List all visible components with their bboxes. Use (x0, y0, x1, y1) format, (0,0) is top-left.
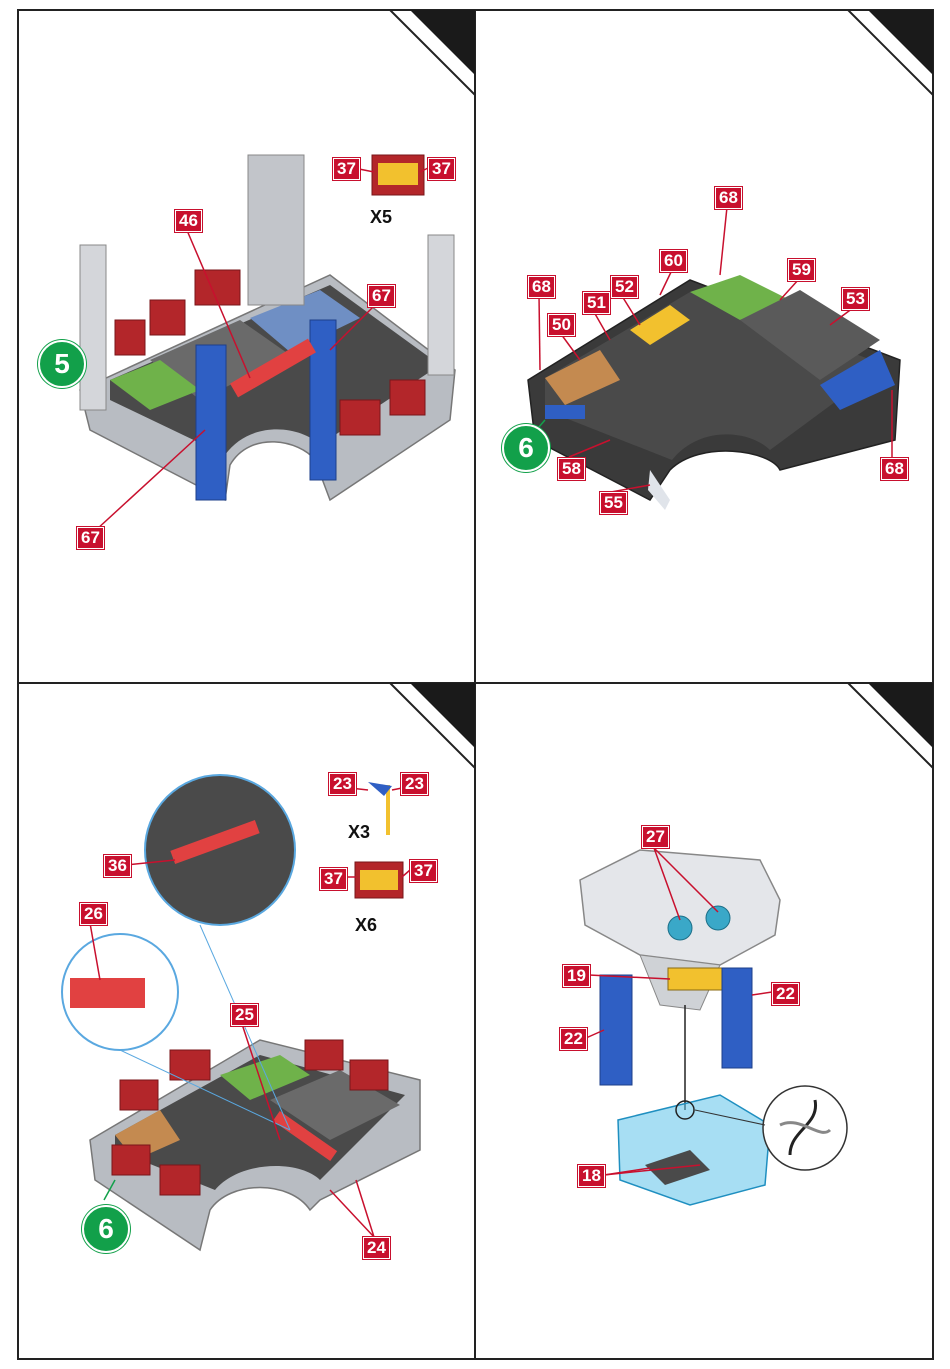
callout-37-left: 37 (333, 158, 360, 180)
callout-60: 60 (660, 250, 687, 272)
callout-51: 51 (583, 292, 610, 314)
corner-tab-2 (848, 10, 933, 95)
corner-tab-1 (390, 10, 475, 95)
panel-4-illustration (580, 848, 847, 1205)
corner-tab-4 (848, 683, 933, 768)
callout-37-left-p3: 37 (320, 868, 347, 890)
callout-53: 53 (842, 288, 869, 310)
callout-46: 46 (175, 210, 202, 232)
callout-23-left: 23 (329, 773, 356, 795)
callout-68-left: 68 (528, 276, 555, 298)
quantity-x5: X5 (370, 207, 392, 228)
callout-36: 36 (104, 855, 131, 877)
callout-25: 25 (231, 1004, 258, 1026)
callout-50: 50 (548, 314, 575, 336)
panel-1-illustration (80, 155, 455, 530)
step-number-6: 6 (502, 424, 550, 472)
callout-19: 19 (563, 965, 590, 987)
callout-27: 27 (642, 826, 669, 848)
callout-26: 26 (80, 903, 107, 925)
callout-37-right-p3: 37 (410, 860, 437, 882)
callout-24: 24 (363, 1237, 390, 1259)
quantity-x3: X3 (348, 822, 370, 843)
step-number-5: 5 (38, 340, 86, 388)
callout-67-top: 67 (368, 285, 395, 307)
callout-55: 55 (600, 492, 627, 514)
callout-59: 59 (788, 259, 815, 281)
callout-18: 18 (578, 1165, 605, 1187)
callout-58: 58 (558, 458, 585, 480)
callout-23-right: 23 (401, 773, 428, 795)
callout-67-bottom: 67 (77, 527, 104, 549)
callout-52: 52 (611, 276, 638, 298)
corner-tab-3 (390, 683, 475, 768)
callout-68-top: 68 (715, 187, 742, 209)
step-number-6-again: 6 (82, 1205, 130, 1253)
callout-22-right: 22 (772, 983, 799, 1005)
callout-37-right: 37 (428, 158, 455, 180)
callout-68-right: 68 (881, 458, 908, 480)
callout-22-left: 22 (560, 1028, 587, 1050)
quantity-x6: X6 (355, 915, 377, 936)
